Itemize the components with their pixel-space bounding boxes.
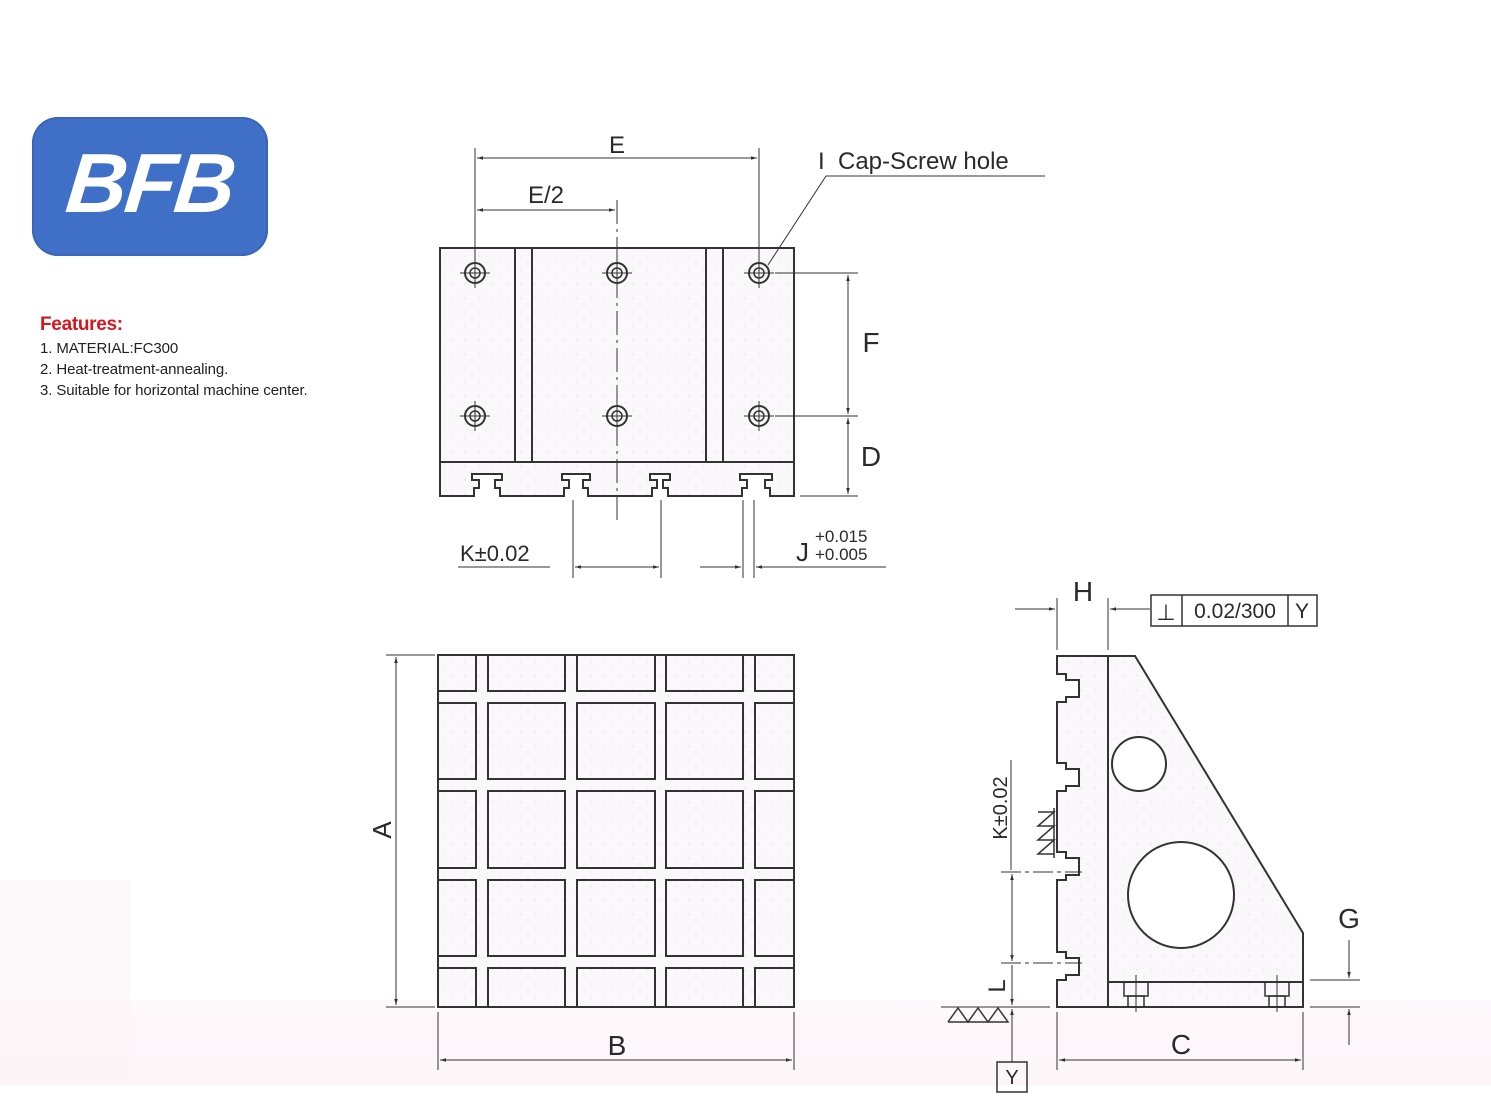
- tolerance-value: 0.02/300: [1194, 600, 1276, 623]
- side-view-dimensions: [941, 594, 1360, 1093]
- large-lightening-hole: [1127, 841, 1235, 949]
- dim-label-e-half: E/2: [528, 182, 564, 209]
- page-bleed-background: [0, 1000, 1491, 1085]
- front-view-dimensions: [386, 654, 795, 1070]
- top-view: [439, 200, 795, 525]
- feature-item: 1. MATERIAL:FC300: [40, 340, 179, 357]
- screw-hole-icon: [602, 258, 632, 288]
- dim-label-j-upper-tolerance: +0.015: [815, 527, 867, 546]
- small-lightening-hole: [1111, 736, 1167, 792]
- features-section: Features: 1. MATERIAL:FC300 2. Heat-trea…: [40, 314, 308, 401]
- screw-hole-icon: [460, 258, 490, 288]
- page-bleed-background-left: [0, 880, 130, 1080]
- cap-screw-hole-callout: I Cap-Screw hole: [818, 148, 1009, 175]
- screw-hole-icon: [744, 258, 774, 288]
- side-dim-label-k: K±0.02: [990, 776, 1012, 839]
- dim-label-h: H: [1073, 576, 1093, 607]
- dim-label-g: G: [1338, 903, 1360, 934]
- dim-label-k: K±0.02: [460, 541, 530, 566]
- side-view-gusset: [1107, 655, 1304, 1008]
- datum-label-y: Y: [1005, 1067, 1018, 1089]
- screw-hole-icon: [602, 401, 632, 431]
- feature-item: 2. Heat-treatment-annealing.: [40, 361, 229, 378]
- screw-hole-icon: [460, 401, 490, 431]
- dim-label-c: C: [1171, 1029, 1191, 1060]
- front-view: [437, 654, 795, 1008]
- dim-label-j: J: [796, 537, 809, 567]
- surface-finish-symbol-base: [947, 1006, 1010, 1024]
- features-title: Features:: [40, 314, 123, 335]
- cap-screw-holes: [460, 258, 774, 431]
- perpendicularity-symbol: ⊥: [1156, 600, 1175, 625]
- features-list: 1. MATERIAL:FC300 2. Heat-treatment-anne…: [40, 338, 308, 401]
- tolerance-datum: Y: [1295, 600, 1309, 623]
- top-view-dimensions: [458, 148, 1045, 578]
- front-view-grid-cells: [437, 654, 795, 1008]
- screw-hole-icon: [744, 401, 774, 431]
- dim-label-b: B: [608, 1030, 627, 1061]
- surface-finish-symbol: [1036, 808, 1056, 858]
- dim-label-d: D: [861, 441, 881, 472]
- dim-label-e: E: [609, 132, 625, 159]
- dim-label-a: A: [367, 821, 397, 839]
- dim-label-l: L: [984, 979, 1011, 992]
- dim-label-f: F: [862, 327, 879, 358]
- dim-label-j-lower-tolerance: +0.005: [815, 545, 867, 564]
- side-view-plate: [1056, 655, 1109, 1008]
- side-view: [947, 655, 1304, 1024]
- brand-logo: BFB: [32, 117, 268, 256]
- feature-item: 3. Suitable for horizontal machine cente…: [40, 382, 308, 399]
